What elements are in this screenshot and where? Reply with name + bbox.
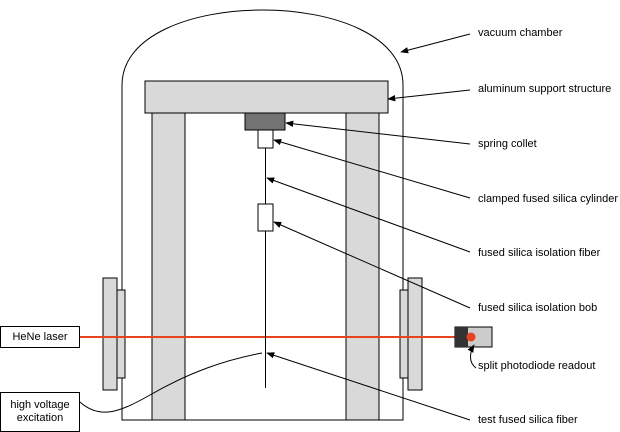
arrow-vacuum-chamber (400, 33, 471, 54)
label-photodiode: split photodiode readout (478, 360, 596, 372)
right-support-pillar (345, 112, 380, 421)
hv-excitation-box: high voltage excitation (0, 392, 80, 432)
left-support-pillar (151, 112, 186, 421)
label-spring-collet: spring collet (478, 138, 537, 150)
label-aluminum-support: aluminum support structure (478, 83, 612, 95)
left-inner-flange (116, 289, 126, 379)
arrow-isolation-bob (273, 221, 471, 309)
label-isolation-fiber: fused silica isolation fiber (478, 247, 601, 259)
label-isolation-bob: fused silica isolation bob (478, 302, 598, 314)
isolation-bob (257, 203, 274, 232)
label-clamped-cylinder: clamped fused silica cylinder (478, 193, 619, 205)
spring-collet (244, 112, 286, 131)
label-test-fiber: test fused silica fiber (478, 414, 578, 426)
hene-laser-box: HeNe laser (0, 326, 80, 348)
arrow-photodiode (467, 344, 477, 369)
arrow-clamped-cylinder (273, 138, 471, 199)
hv-label-line2: excitation (16, 412, 64, 424)
right-inner-flange (399, 289, 409, 379)
clamped-cylinder (257, 129, 274, 149)
label-vacuum-chamber: vacuum chamber (478, 27, 563, 39)
hv-excitation-wire (79, 352, 263, 413)
arrow-test-fiber (266, 352, 471, 421)
aluminum-support-beam (144, 80, 389, 114)
left-outer-flange (102, 277, 118, 391)
hv-label-line1: high voltage (10, 399, 70, 411)
arrow-spring-collet (285, 120, 471, 145)
hene-laser-label: HeNe laser (12, 330, 68, 343)
arrow-aluminum-support (387, 89, 471, 102)
laser-spot (466, 332, 476, 342)
right-outer-flange (407, 277, 423, 391)
photodiode-dark-half (455, 327, 468, 347)
arrow-isolation-fiber (266, 177, 471, 253)
